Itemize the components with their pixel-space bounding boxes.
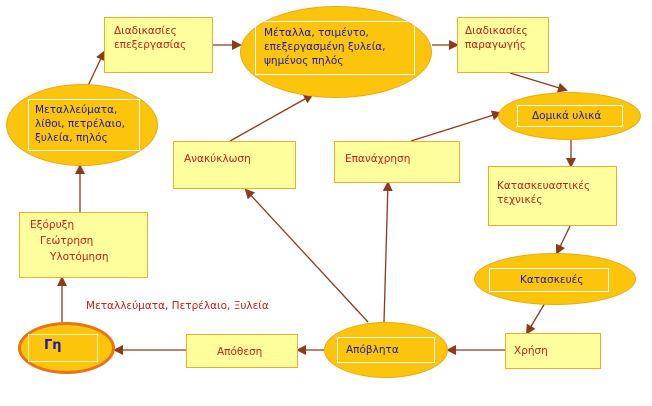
node-label: Εξόρυξη Γεώτρηση Υλοτόμηση xyxy=(30,219,109,263)
arrow-paragogis-to-domika xyxy=(509,72,568,93)
node-label: Ανακύκλωση xyxy=(184,153,251,165)
arrow-apovlita-to-epanachrisi xyxy=(382,181,393,323)
node-label: Μεταλλεύματα, λίθοι, πετρέλαιο, ξυλεία, … xyxy=(35,104,125,144)
node-gi: Γη xyxy=(18,322,115,374)
arrow-epanachrisi-to-domika xyxy=(410,110,502,142)
arrow-apovlita-to-anakyklosi xyxy=(244,188,369,323)
node-label: Δομικά υλικά xyxy=(532,110,602,122)
node-kataskeues: Κατασκευές xyxy=(474,253,636,305)
node-epanachrisi: Επανάχρηση xyxy=(334,141,460,183)
node-apovlita: Απόβλητα xyxy=(324,322,448,378)
arrow-metalleumata-to-epexergasias xyxy=(85,50,106,91)
node-label: Απόθεση xyxy=(217,346,263,358)
node-label: Κατασκευαστικές τεχνικές xyxy=(497,180,591,206)
node-metalleumata: Μεταλλεύματα, λίθοι, πετρέλαιο, ξυλεία, … xyxy=(6,84,158,166)
node-label: Επανάχρηση xyxy=(345,153,411,165)
node-anakyklosi: Ανακύκλωση xyxy=(173,141,296,189)
arrow-anakyklosi-to-metalla xyxy=(229,94,314,142)
node-label: Διαδικασίες επεξεργασίας xyxy=(114,25,187,51)
node-label: Χρήση xyxy=(514,345,548,357)
node-diadikasies-paragogis: Διαδικασίες παραγωγής xyxy=(457,17,549,73)
node-label: Απόβλητα xyxy=(346,344,399,356)
arrow-kataskeuastikes-to-kataskeues xyxy=(555,225,571,255)
node-label: Διαδικασίες παραγωγής xyxy=(465,25,528,51)
node-label: Γη xyxy=(44,338,62,353)
node-label: Κατασκευές xyxy=(520,274,584,286)
arrow-kataskeues-to-xrisi xyxy=(525,302,546,335)
node-xrisi: Χρήση xyxy=(505,333,601,369)
node-label: Μέταλλα, τσιμέντο, επεξεργασμένη ξυλεία,… xyxy=(264,27,386,67)
node-exoryxi: Εξόρυξη Γεώτρηση Υλοτόμηση xyxy=(19,212,148,278)
node-domika-ylika: Δομικά υλικά xyxy=(498,92,641,140)
node-kataskeuastikes: Κατασκευαστικές τεχνικές xyxy=(488,166,617,226)
edge-label: Μεταλλεύματα, Πετρέλαιο, Ξυλεία xyxy=(86,300,269,312)
node-metalla: Μέταλλα, τσιμέντο, επεξεργασμένη ξυλεία,… xyxy=(240,6,432,98)
node-diadikasies-epexergasias: Διαδικασίες επεξεργασίας xyxy=(104,17,213,73)
node-apothesi: Απόθεση xyxy=(186,334,298,368)
